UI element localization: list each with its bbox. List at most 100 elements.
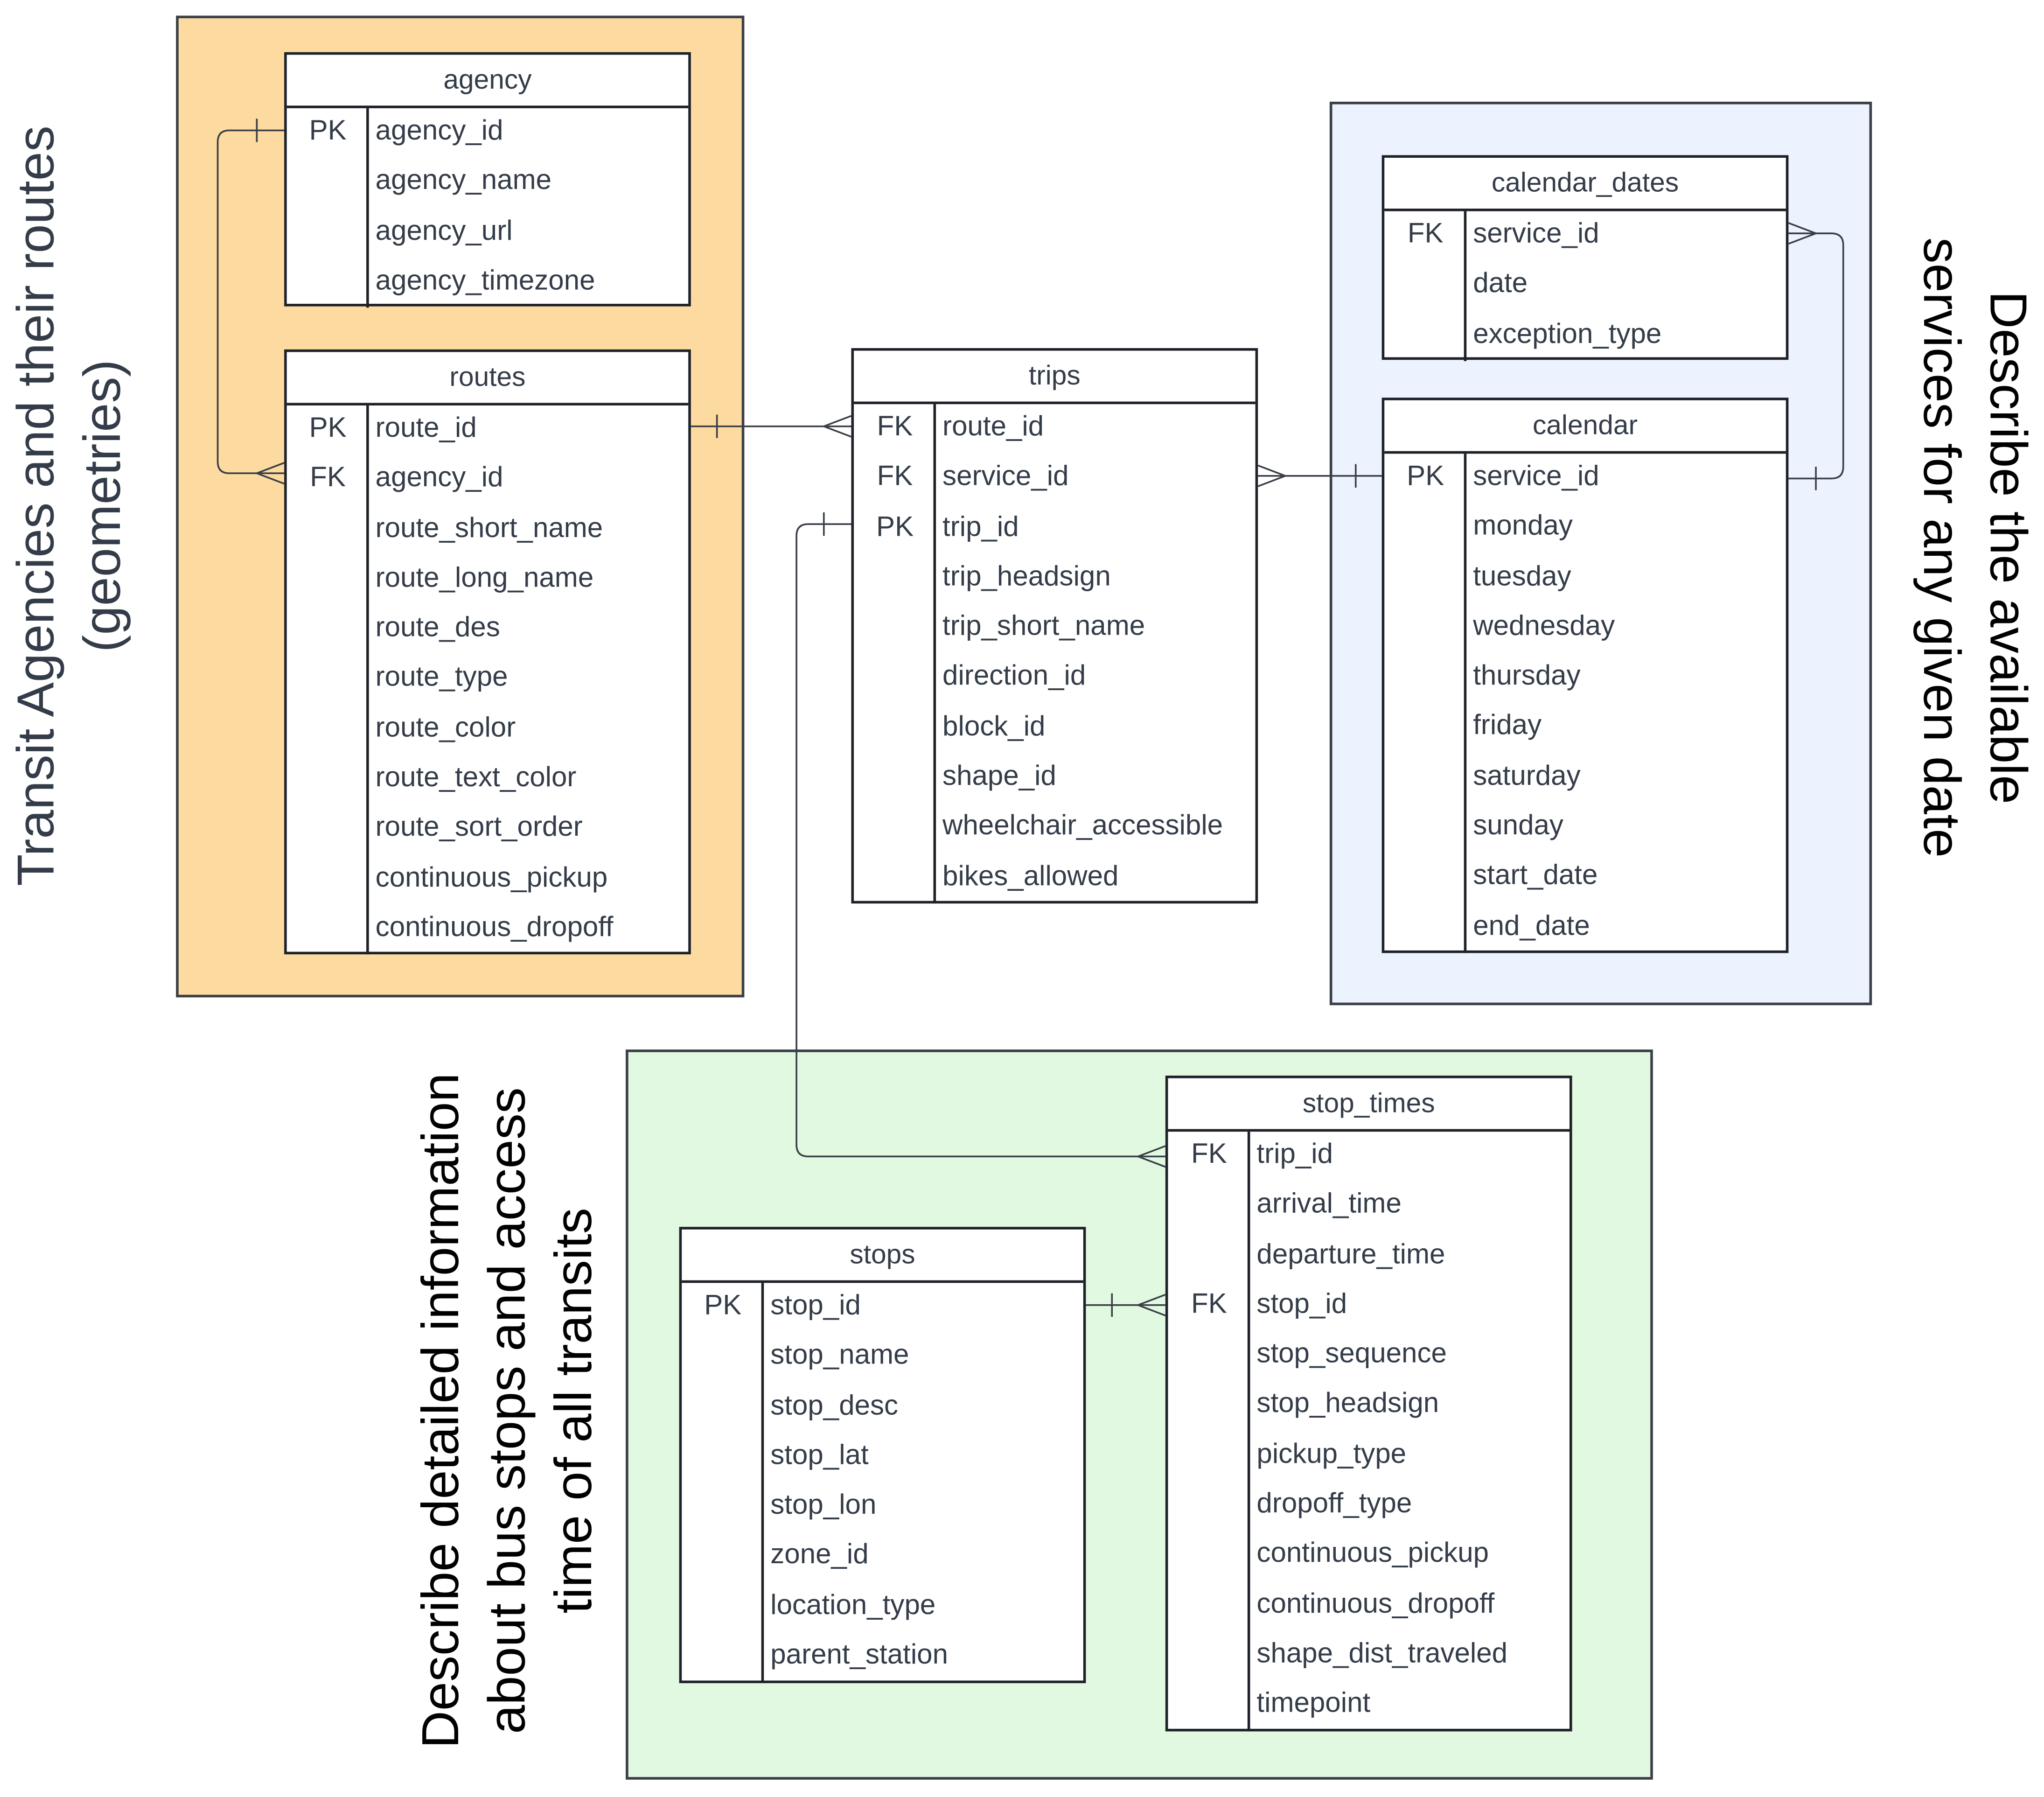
- field-name: shape_dist_traveled: [1256, 1637, 1508, 1669]
- field-key: [1384, 753, 1466, 803]
- field-key: PK: [1407, 460, 1444, 492]
- entity-title: stop_times: [1168, 1078, 1570, 1132]
- field-row: stop_lat: [682, 1433, 1083, 1482]
- field-name: saturday: [1473, 760, 1581, 791]
- field-row: direction_id: [854, 654, 1256, 704]
- group-label-line: about bus stops and access: [479, 1087, 537, 1734]
- field-name: monday: [1473, 510, 1573, 542]
- field-row: arrival_time: [1168, 1182, 1570, 1231]
- field-row: tuesday: [1384, 553, 1786, 603]
- field-row: sunday: [1384, 803, 1786, 853]
- field-key: [1384, 311, 1466, 361]
- field-name: sunday: [1473, 810, 1563, 841]
- field-row: route_long_name: [287, 555, 689, 605]
- field-key: [1168, 1381, 1250, 1431]
- field-name: exception_type: [1473, 317, 1662, 349]
- field-name: wheelchair_accessible: [942, 810, 1223, 842]
- field-name: date: [1473, 267, 1528, 299]
- field-name: agency_name: [375, 164, 552, 196]
- field-name: block_id: [942, 710, 1046, 742]
- field-row: continuous_dropoff: [287, 905, 689, 955]
- field-key: [854, 654, 936, 704]
- field-row: route_des: [287, 605, 689, 655]
- field-key: [1384, 803, 1466, 853]
- entity-title: trips: [854, 351, 1256, 405]
- connector-calendar-calendar-dates: [1788, 222, 1844, 490]
- field-name: continuous_pickup: [1256, 1538, 1489, 1569]
- field-key: [287, 705, 369, 755]
- field-name: agency_timezone: [375, 264, 595, 296]
- field-name: stop_desc: [770, 1389, 899, 1421]
- field-key: [1384, 853, 1466, 903]
- field-name: route_id: [942, 411, 1044, 442]
- field-row: date: [1384, 261, 1786, 311]
- field-key: [1168, 1631, 1250, 1681]
- field-row: end_date: [1384, 903, 1786, 953]
- field-key: PK: [309, 114, 347, 146]
- field-name: trip_short_name: [942, 610, 1145, 642]
- field-row: zone_id: [682, 1532, 1083, 1582]
- field-key: [682, 1333, 764, 1383]
- field-key: [287, 208, 369, 258]
- field-name: pickup_type: [1256, 1438, 1407, 1469]
- field-key: [854, 704, 936, 754]
- field-key: [854, 604, 936, 654]
- field-name: stop_sequence: [1256, 1338, 1447, 1370]
- field-key: [1384, 703, 1466, 753]
- field-row: departure_time: [1168, 1231, 1570, 1281]
- field-name: timepoint: [1256, 1687, 1371, 1719]
- field-name: bikes_allowed: [942, 860, 1119, 892]
- field-name: stop_id: [770, 1289, 861, 1321]
- field-key: PK: [704, 1289, 742, 1321]
- field-row: route_text_color: [287, 755, 689, 805]
- field-name: dropoff_type: [1256, 1488, 1412, 1519]
- field-row: shape_dist_traveled: [1168, 1631, 1570, 1681]
- field-name: route_long_name: [375, 561, 594, 593]
- field-name: arrival_time: [1256, 1188, 1402, 1220]
- field-row: PK stop_id: [682, 1283, 1083, 1333]
- field-name: route_text_color: [375, 761, 577, 793]
- field-row: bikes_allowed: [854, 853, 1256, 903]
- field-name: start_date: [1473, 860, 1598, 891]
- field-key: [1384, 903, 1466, 953]
- field-key: [1384, 503, 1466, 553]
- field-key: [682, 1532, 764, 1582]
- field-key: FK: [310, 461, 346, 493]
- field-key: [854, 754, 936, 804]
- field-key: [287, 855, 369, 905]
- field-name: agency_url: [375, 214, 513, 246]
- field-key: [1168, 1681, 1250, 1731]
- field-row: route_short_name: [287, 505, 689, 555]
- field-name: continuous_dropoff: [1256, 1587, 1495, 1619]
- field-name: stop_id: [1256, 1288, 1347, 1320]
- field-key: [1168, 1481, 1250, 1531]
- field-key: [287, 805, 369, 855]
- field-name: route_color: [375, 711, 516, 743]
- group-label-agencies: Transit Agencies and their routes(geomet…: [4, 126, 137, 886]
- field-row: thursday: [1384, 653, 1786, 703]
- field-name: route_id: [375, 412, 477, 443]
- field-row: start_date: [1384, 853, 1786, 903]
- field-name: route_short_name: [375, 511, 603, 543]
- field-name: tuesday: [1473, 560, 1571, 592]
- field-name: route_des: [375, 611, 500, 643]
- group-label-line: Describe detailed information: [412, 1073, 470, 1748]
- field-row: pickup_type: [1168, 1431, 1570, 1481]
- field-row: trip_headsign: [854, 554, 1256, 604]
